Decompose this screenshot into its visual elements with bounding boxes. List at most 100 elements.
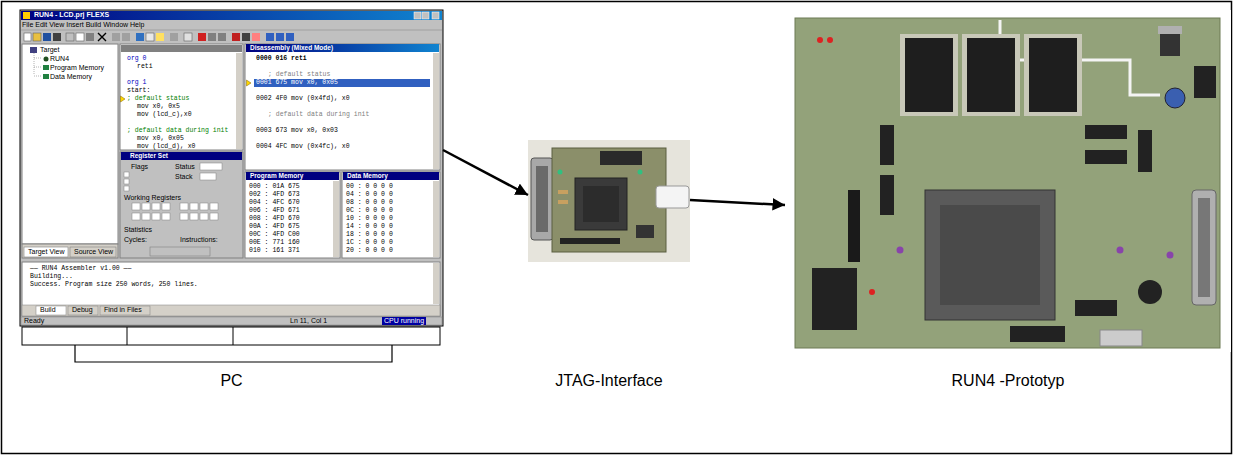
toolbar-icons [98,33,106,41]
ide-screenshot [70,247,116,257]
screen-text: Working Registers [124,194,181,202]
board-photo [869,289,875,295]
register-boxes [132,203,140,210]
board-photo [812,268,857,330]
screen-text: mov x0, 0x05 [137,135,184,143]
ide-screenshot [120,152,243,258]
register-boxes [190,213,198,220]
screen-text: 0000 016 reti [256,55,307,63]
screen-text: Building... [30,273,73,281]
jtag-photo [636,225,654,238]
screen-text: Program Memory [250,172,303,180]
ide-screenshot [20,10,443,326]
toolbar-icons [252,33,260,41]
screen-text: ; default status [268,71,330,79]
ide-screenshot [100,306,150,315]
ide-screenshot [245,172,340,258]
screen-text: Source View [74,248,113,256]
screen-text: CPU running [382,317,426,325]
board-photo [1085,125,1127,139]
screen-text: 000 : 01A 675 [249,183,300,191]
screen-text: 1C : 0 0 0 0 [346,239,393,247]
board-photo [795,18,1220,348]
screen-text: ; default data during init [127,127,228,135]
screen-text: 04 : 0 0 0 0 [346,191,393,199]
board-photo [897,247,904,254]
ide-screenshot [246,172,339,180]
ide-screenshot [433,263,439,304]
screen-text: Data Memory [50,73,92,81]
register-boxes [180,203,188,210]
connector-arrow [443,150,528,195]
screen-text: org 1 [127,79,147,87]
board-photo [1165,88,1185,108]
ide-screenshot [150,247,210,256]
jtag-photo [638,170,643,175]
screen-text: 002 : 4FD 673 [249,191,300,199]
pc-bracket [233,327,234,345]
board-photo [785,10,1231,352]
toolbar-icons [112,33,120,41]
screen-text: 0002 4F0 mov (0x4fd), x0 [256,95,350,103]
screen-text: 010 : 161 371 [249,247,300,255]
ide-screenshot [43,65,49,70]
board-photo [967,38,1015,112]
screen-text: Ln 11, Col 1 [290,317,327,325]
toolbar-icons [136,33,144,41]
board-photo [1160,34,1180,56]
screen-text: 0003 673 mov x0, 0x03 [256,127,338,135]
jtag-photo [656,186,689,208]
board-photo [1029,38,1077,112]
screen-text: 00E : 771 160 [249,239,300,247]
screen-text: 14 : 0 0 0 0 [346,223,393,231]
ide-screenshot [422,12,429,19]
register-boxes [200,213,208,220]
board-photo [880,125,894,165]
screen-text: 008 : 4FD 670 [249,215,300,223]
ide-screenshot [343,172,439,180]
toolbar-icons [198,33,206,41]
screen-text: Disassembly (Mixed Mode) [250,44,333,52]
register-boxes [152,213,160,220]
ide-screenshot [121,45,242,52]
register-boxes [190,203,198,210]
screen-text: Debug [72,306,93,314]
board-photo [1117,247,1124,254]
screen-text: Build [40,306,56,314]
board-photo [827,37,833,43]
jtag-photo [528,140,690,262]
screen-text: Register Set [130,152,168,160]
board-photo [1085,150,1127,164]
ide-screenshot [36,306,66,315]
toolbar-icons [184,33,192,41]
jtag-photo [600,151,642,165]
toolbar-icons [146,33,154,41]
screen-text: RUN4 - LCD.prj FLEXS [34,11,109,19]
ide-screenshot [43,74,49,79]
jtag-photo [536,166,548,232]
board-photo [940,205,1040,305]
jtag-photo [558,190,568,194]
pc-bracket [127,327,128,345]
ide-screenshot [44,57,49,62]
screen-text: Success. Program size 250 words, 250 lin… [30,281,198,289]
screen-text: 10 : 0 0 0 0 [346,215,393,223]
board-photo [1167,252,1174,259]
register-boxes [132,203,218,220]
screen-text: 00A : 4FD 675 [249,223,300,231]
screen-text: 006 : 4FD 671 [249,207,300,215]
toolbar-icons [86,33,94,41]
ide-screenshot [245,44,440,170]
toolbar-icons [33,33,41,41]
board-photo [880,175,894,215]
ide-screenshot [22,244,118,258]
ide-screenshot [414,12,421,19]
register-boxes [210,203,218,210]
connector-arrow [690,200,785,205]
toolbar-icons [76,33,84,41]
screen-text: Status [175,163,195,171]
screen-text: mov (lcd_d), x0 [137,143,196,151]
screen-text: Cycles: [124,236,147,244]
